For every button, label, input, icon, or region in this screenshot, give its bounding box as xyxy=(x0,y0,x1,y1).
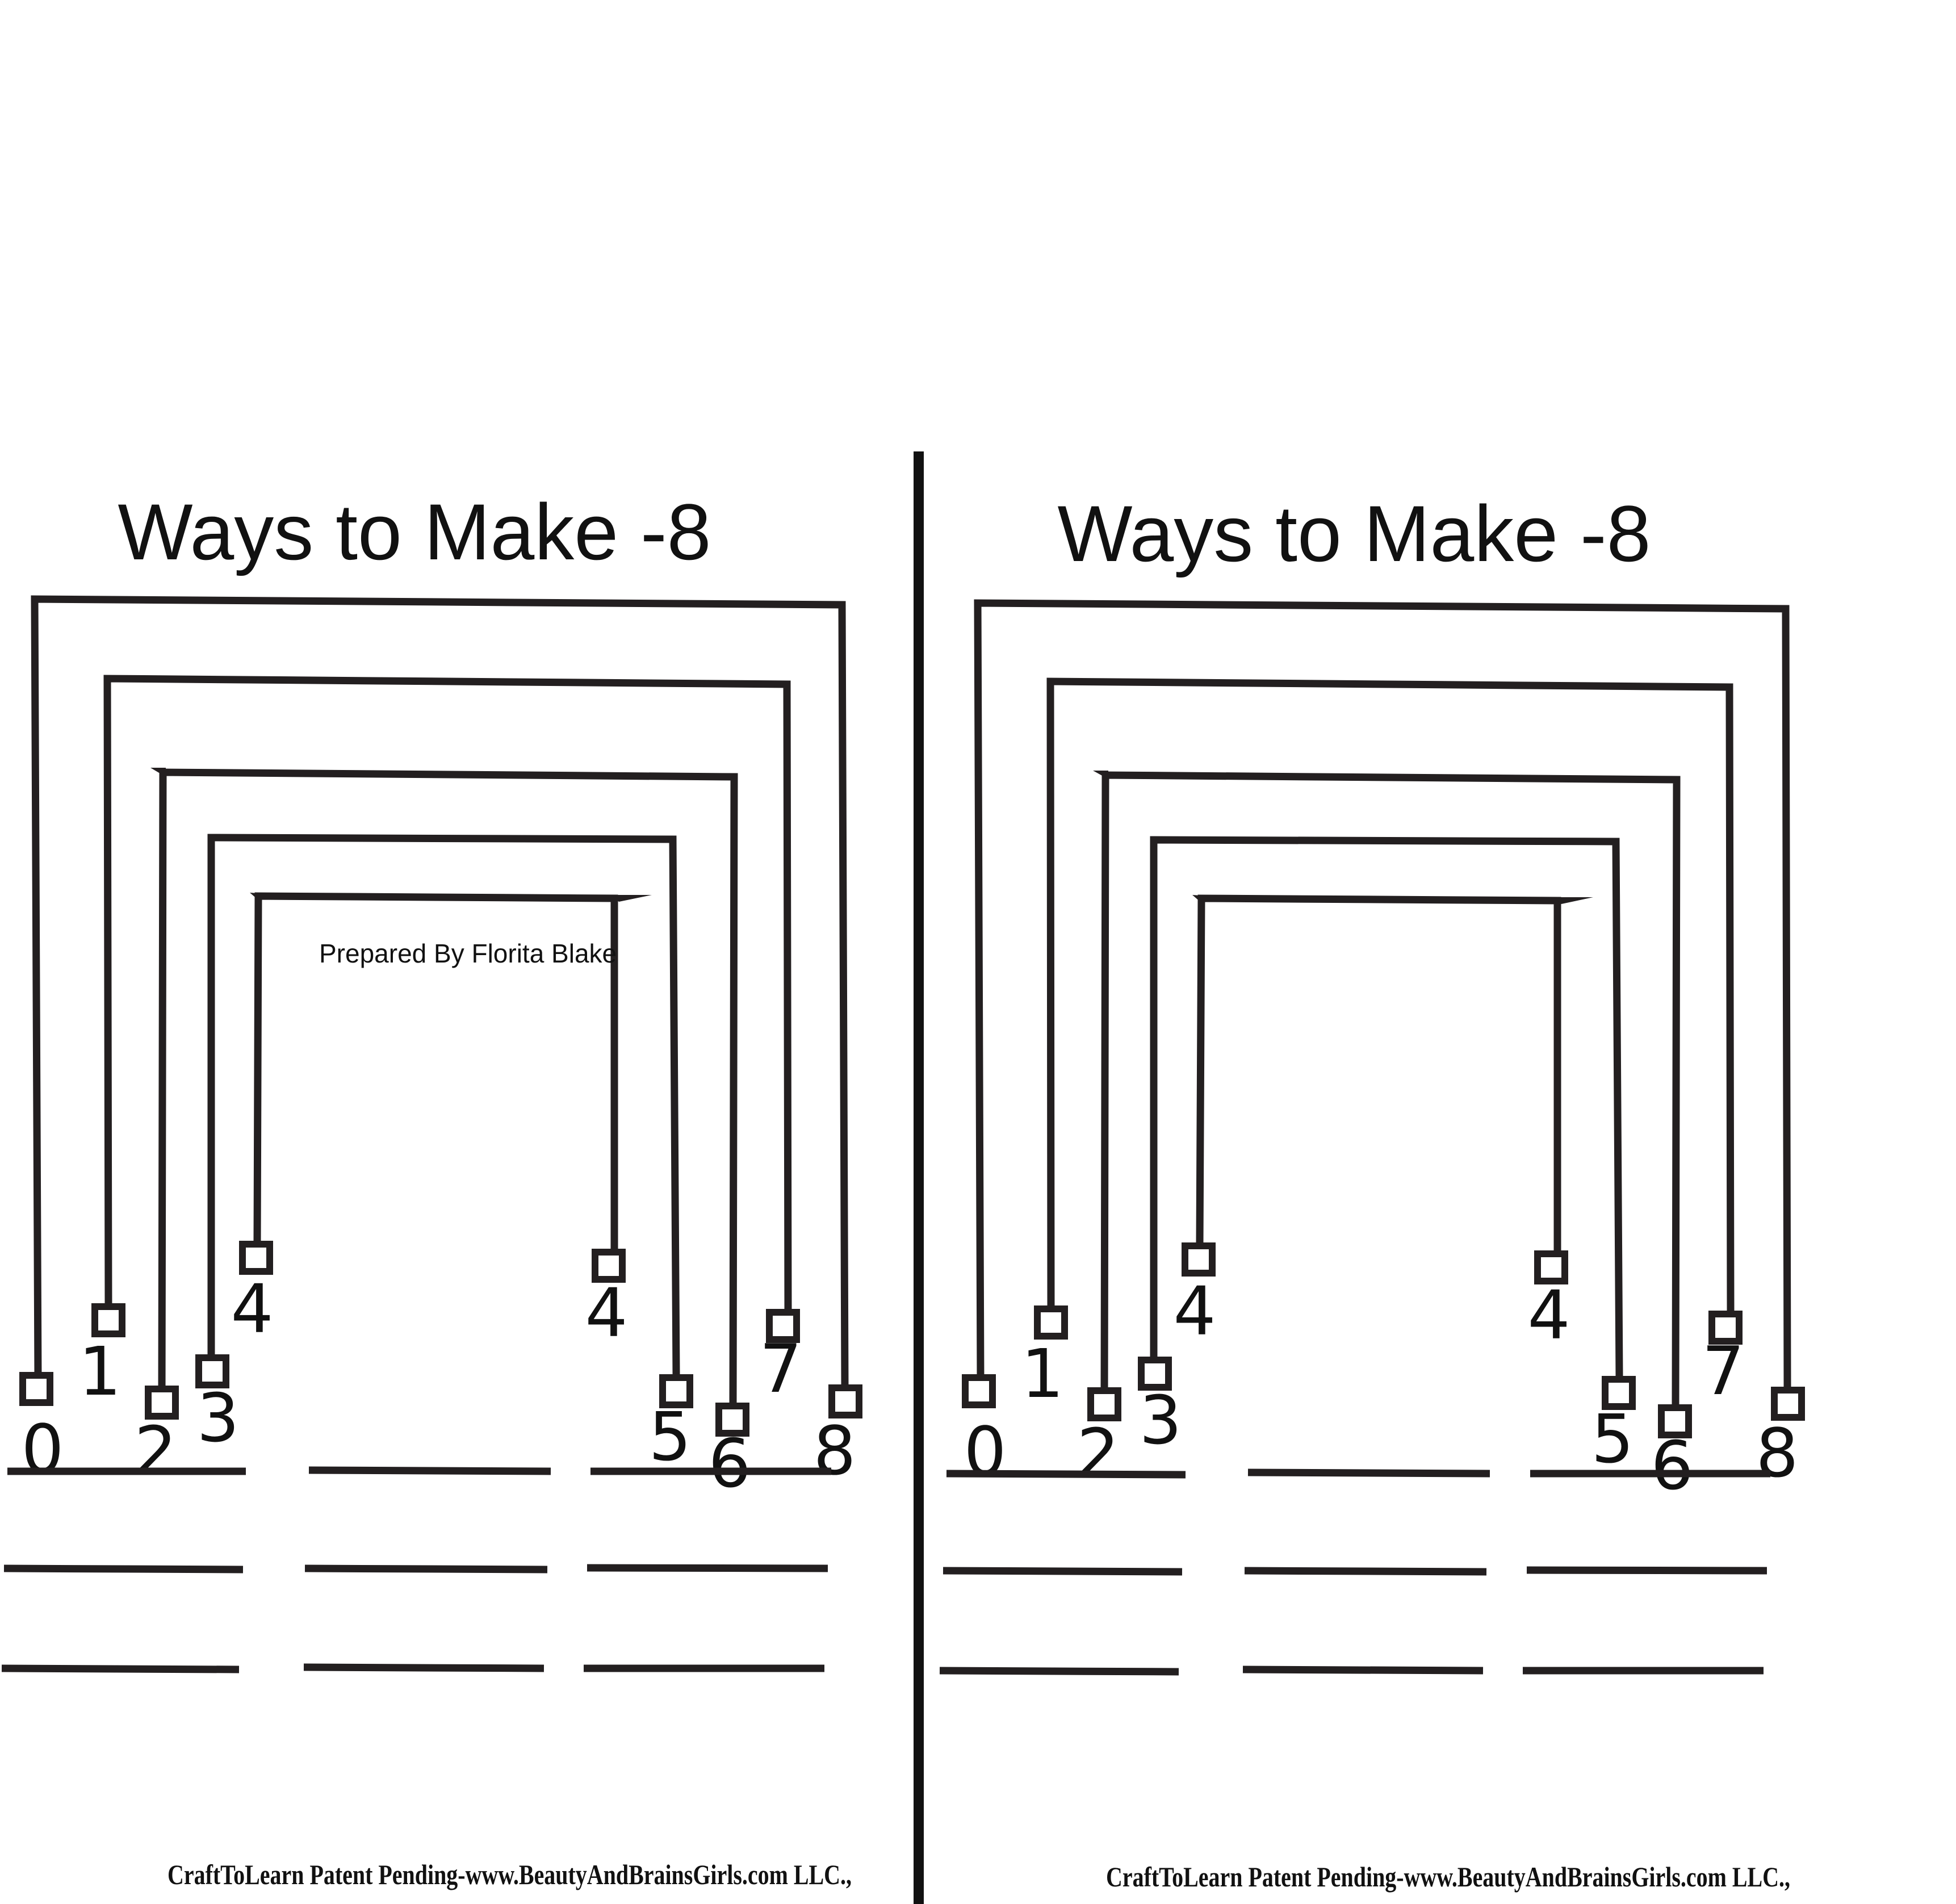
label-4-left: 4 xyxy=(231,1270,273,1348)
arch-1-7 xyxy=(1046,677,1735,1317)
label-7: 7 xyxy=(1702,1332,1744,1410)
label-0: 0 xyxy=(964,1412,1006,1491)
terminal-box-8[interactable] xyxy=(828,1384,862,1418)
terminal-box-4-left[interactable] xyxy=(239,1241,273,1275)
terminal-box-0[interactable] xyxy=(19,1372,53,1406)
terminal-box-3[interactable] xyxy=(195,1354,229,1388)
label-8: 8 xyxy=(813,1412,856,1490)
arch-4-4 xyxy=(1196,894,1561,1253)
answer-blank[interactable] xyxy=(303,1663,545,1672)
answer-blank[interactable] xyxy=(939,1667,1179,1676)
terminal-box-0[interactable] xyxy=(962,1374,996,1408)
arch-2-6 xyxy=(1100,771,1681,1407)
answer-blanks xyxy=(1,1466,831,1673)
footer-copyright: CraftToLearn Patent Pending-www.BeautyAn… xyxy=(167,1859,852,1890)
label-6: 6 xyxy=(1651,1426,1693,1505)
label-4-left: 4 xyxy=(1173,1272,1216,1350)
footer-copyright: CraftToLearn Patent Pending-www.BeautyAn… xyxy=(1106,1861,1790,1893)
label-7: 7 xyxy=(759,1329,802,1408)
terminal-box-6[interactable] xyxy=(715,1403,749,1437)
arch-4-4 xyxy=(253,892,618,1251)
terminal-box-7[interactable] xyxy=(1708,1311,1743,1345)
answer-blanks xyxy=(939,1468,1770,1676)
label-4-right: 4 xyxy=(1527,1276,1570,1354)
terminal-box-1[interactable] xyxy=(91,1303,125,1337)
terminal-box-8[interactable] xyxy=(1771,1387,1805,1421)
label-1: 1 xyxy=(1021,1334,1063,1413)
arch-0-8 xyxy=(974,599,1791,1390)
label-6: 6 xyxy=(708,1424,751,1503)
answer-blank[interactable] xyxy=(946,1470,1186,1479)
label-1: 1 xyxy=(78,1332,121,1411)
arch-1-7 xyxy=(103,675,792,1316)
label-3: 3 xyxy=(196,1379,239,1457)
terminal-box-2[interactable] xyxy=(145,1386,179,1420)
answer-blank[interactable] xyxy=(1,1664,240,1673)
answer-blank[interactable] xyxy=(1247,1468,1490,1478)
label-5: 5 xyxy=(1591,1400,1634,1478)
answer-blank[interactable] xyxy=(1526,1566,1767,1575)
label-3: 3 xyxy=(1139,1381,1182,1459)
terminal-box-5[interactable] xyxy=(659,1374,693,1408)
label-8: 8 xyxy=(1756,1414,1798,1492)
label-2: 2 xyxy=(1077,1414,1119,1492)
label-4-right: 4 xyxy=(585,1274,627,1352)
answer-blank[interactable] xyxy=(308,1466,551,1475)
answer-blank[interactable] xyxy=(304,1564,548,1574)
arch-0-8 xyxy=(31,595,849,1388)
terminal-box-7[interactable] xyxy=(766,1309,800,1343)
terminal-box-2[interactable] xyxy=(1087,1387,1121,1421)
terminal-box-5[interactable] xyxy=(1602,1376,1636,1410)
credit-text: Prepared By Florita Blake xyxy=(319,939,617,968)
terminal-box-6[interactable] xyxy=(1658,1404,1692,1438)
panel-title: Ways to Make -8 xyxy=(118,487,711,576)
terminal-box-3[interactable] xyxy=(1138,1357,1172,1391)
label-5: 5 xyxy=(648,1397,691,1476)
answer-blank[interactable] xyxy=(1244,1567,1487,1576)
panel-right: Ways to Make -8 0 1 2 3 4 4 5 6 7 8 xyxy=(939,489,1805,1893)
arch-3-5 xyxy=(207,834,680,1378)
terminal-box-4-right[interactable] xyxy=(592,1249,626,1283)
terminal-box-4-right[interactable] xyxy=(1534,1250,1568,1284)
terminal-box-1[interactable] xyxy=(1034,1305,1068,1340)
answer-blank[interactable] xyxy=(943,1567,1183,1576)
terminal-box-4-left[interactable] xyxy=(1182,1242,1216,1277)
arch-2-6 xyxy=(158,768,738,1405)
arch-3-5 xyxy=(1150,836,1623,1380)
label-0: 0 xyxy=(21,1410,64,1488)
answer-blank[interactable] xyxy=(3,1564,244,1574)
label-2: 2 xyxy=(134,1412,177,1490)
answer-blank[interactable] xyxy=(1242,1666,1484,1675)
panel-left: Ways to Make -8 0 1 2 3 4 4 5 6 7 8 Prep… xyxy=(1,487,862,1890)
panel-title: Ways to Make -8 xyxy=(1057,489,1651,578)
